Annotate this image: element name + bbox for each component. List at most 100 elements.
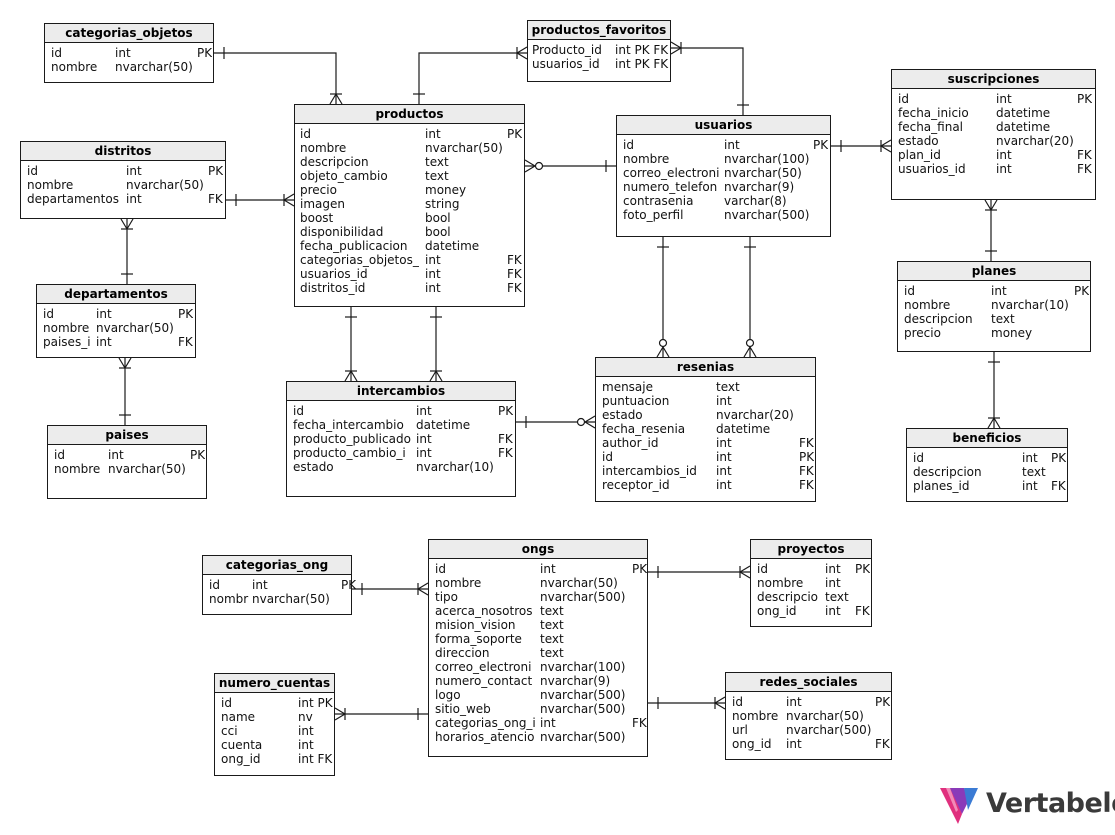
- many-marker: [584, 421, 596, 429]
- many-marker: [670, 41, 682, 49]
- entity-title: suscripciones: [892, 70, 1095, 89]
- column-key: PK: [813, 138, 829, 152]
- column-key: FK: [799, 436, 814, 450]
- column-name: forma_soporte: [435, 632, 522, 646]
- column-type: int: [108, 448, 124, 462]
- column-key: PK: [1077, 92, 1093, 106]
- entity-title: resenias: [596, 358, 815, 377]
- vertabelo-mark-icon: [940, 788, 978, 824]
- many-marker: [126, 218, 134, 230]
- column-type: nvarchar(50): [425, 141, 503, 155]
- column-key: PK: [1074, 284, 1090, 298]
- vertabelo-logo-text: Vertabelo: [986, 788, 1115, 819]
- column-type: int: [716, 394, 732, 408]
- column-key: FK: [632, 716, 647, 730]
- many-marker: [344, 370, 352, 382]
- column-type: string: [425, 197, 460, 211]
- column-type: text: [540, 618, 564, 632]
- column-name: nombre: [54, 462, 101, 476]
- column-name: ong_id: [757, 604, 797, 618]
- column-type: datetime: [996, 120, 1051, 134]
- column-name: fecha_final: [898, 120, 964, 134]
- many-marker: [283, 199, 295, 207]
- entity-title: planes: [898, 262, 1090, 281]
- column-name: fecha_resenia: [602, 422, 686, 436]
- column-name: estado: [293, 460, 334, 474]
- column-name: producto_publicado: [293, 432, 411, 446]
- relationship-line: [671, 47, 744, 115]
- column-name: id: [27, 164, 38, 178]
- column-type: int: [825, 576, 841, 590]
- column-type: nvarchar(20): [716, 408, 794, 422]
- column-type: int: [724, 138, 740, 152]
- column-name: id: [757, 562, 768, 576]
- column-name: numero_contact: [435, 674, 533, 688]
- many-marker: [124, 357, 132, 369]
- column-name: nombre: [757, 576, 804, 590]
- column-name: nombre: [623, 152, 670, 166]
- column-name: paises_i: [43, 335, 91, 349]
- column-key: PK: [875, 695, 891, 709]
- column-name: nombre: [51, 60, 98, 74]
- many-marker: [334, 713, 346, 721]
- column-type: int: [996, 162, 1012, 176]
- column-name: logo: [435, 688, 461, 702]
- many-marker: [516, 46, 528, 54]
- column-type: nvarchar(500): [540, 590, 626, 604]
- column-type: int: [1022, 451, 1038, 465]
- column-name: fecha_publicacion: [300, 239, 408, 253]
- column-name: id: [904, 284, 915, 298]
- column-type: bool: [425, 211, 451, 225]
- column-name: mision_vision: [435, 618, 516, 632]
- column-type: money: [425, 183, 467, 197]
- column-type: nvarchar(9): [724, 180, 795, 194]
- column-type: nvarchar(50): [96, 321, 174, 335]
- column-type: nvarchar(100): [540, 660, 626, 674]
- column-type: int: [298, 738, 314, 752]
- column-name: ong_id: [732, 737, 772, 751]
- column-type: int: [115, 46, 131, 60]
- column-type: int: [540, 716, 556, 730]
- many-marker: [350, 370, 358, 382]
- column-type: int: [425, 127, 441, 141]
- column-key: PK: [498, 404, 514, 418]
- column-type: datetime: [716, 422, 771, 436]
- vertabelo-logo: Vertabelo: [938, 784, 1115, 828]
- column-type: int: [996, 148, 1012, 162]
- column-name: objeto_cambio: [300, 169, 388, 183]
- many-marker: [329, 93, 337, 105]
- column-type: money: [991, 326, 1033, 340]
- entity-title: proyectos: [751, 540, 871, 559]
- column-type: nv: [298, 710, 313, 724]
- many-marker: [417, 582, 429, 590]
- column-name: categorias_ong_i: [435, 716, 536, 730]
- many-marker: [662, 346, 670, 358]
- column-name: id: [209, 578, 220, 592]
- column-name: estado: [898, 134, 939, 148]
- column-key: FK: [1051, 479, 1066, 493]
- column-name: plan_id: [898, 148, 941, 162]
- column-name: descripcion: [913, 465, 982, 479]
- many-marker: [524, 159, 536, 167]
- column-type: nvarchar(50): [252, 592, 330, 606]
- column-name: Producto_id: [532, 43, 602, 57]
- column-name: imagen: [300, 197, 345, 211]
- column-name: fecha_inicio: [898, 106, 969, 120]
